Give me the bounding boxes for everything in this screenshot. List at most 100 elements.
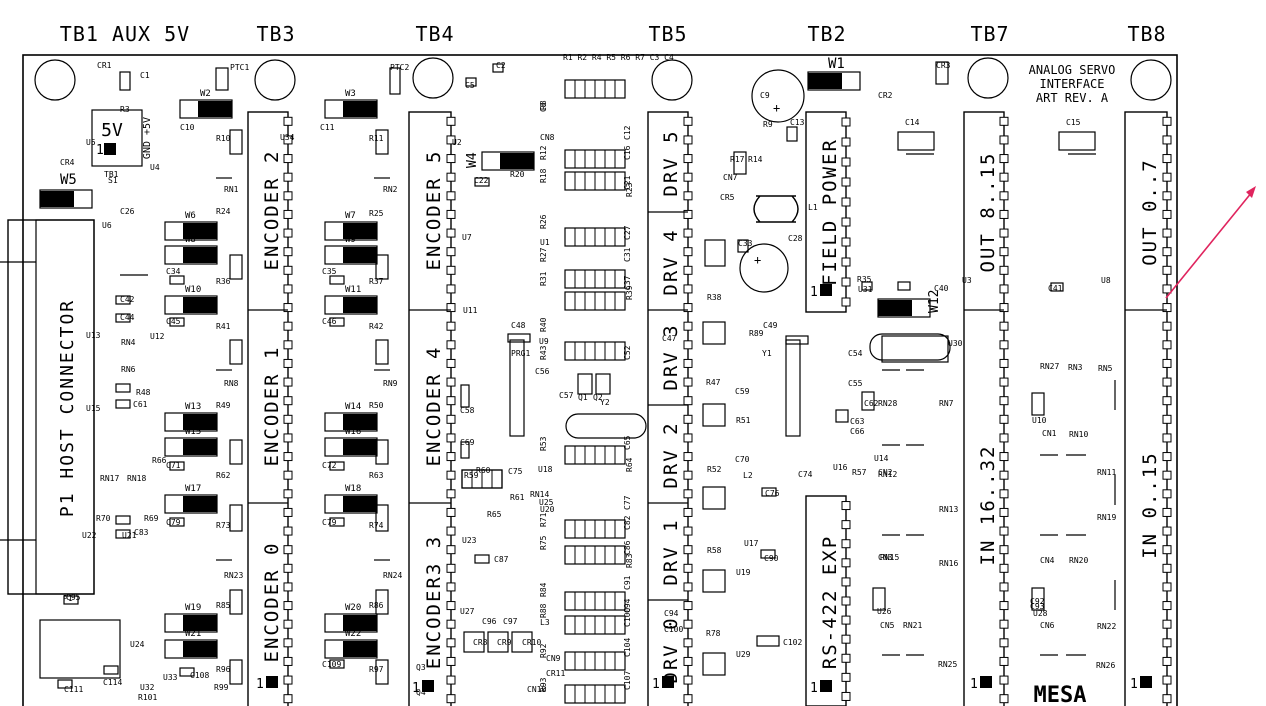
- part-label: RN5: [1098, 364, 1113, 373]
- terminal-pin: [1162, 358, 1172, 368]
- part-label: RN6: [121, 365, 136, 374]
- part-label: U19: [736, 568, 751, 577]
- part-label: R27: [539, 247, 548, 262]
- terminal-pin: [1162, 228, 1172, 238]
- part-label: RN7: [939, 399, 954, 408]
- part-label: C47: [662, 334, 677, 343]
- component-outline: [375, 254, 389, 280]
- terminal-pin: [283, 470, 293, 480]
- part-label: C66: [850, 427, 865, 436]
- pin1-mark: 1: [256, 677, 264, 692]
- part-label: RN26: [1096, 661, 1115, 670]
- part-label: C34: [166, 267, 181, 276]
- mounting-hole: [34, 59, 76, 101]
- terminal-pin: [999, 358, 1009, 368]
- component-outline: [115, 399, 131, 409]
- inductor-l1: [753, 195, 799, 223]
- component-outline: [756, 635, 780, 647]
- jumper-w6-shunt: [183, 223, 217, 239]
- part-label: U12: [150, 332, 165, 341]
- part-label: RN20: [1069, 556, 1088, 565]
- terminal-pin: [841, 672, 851, 682]
- label-drv-4: DRV 4: [660, 228, 682, 295]
- part-label: R17: [730, 155, 745, 164]
- part-label: C61: [133, 400, 148, 409]
- part-label: C100: [623, 608, 632, 627]
- terminal-pin: [446, 340, 456, 350]
- terminal-pin: [999, 638, 1009, 648]
- part-label: C27: [623, 225, 632, 240]
- terminal-pin: [999, 396, 1009, 406]
- part-label: R49: [216, 401, 231, 410]
- terminal-pin: [683, 582, 693, 592]
- jumper-label: W7: [345, 211, 356, 221]
- jumper-w19-shunt: [183, 615, 217, 631]
- part-label: R31: [539, 271, 548, 286]
- polarity-mark: +: [773, 101, 780, 115]
- crystal: [565, 413, 647, 439]
- part-label: R71: [539, 512, 548, 527]
- capacitor-c9: [751, 69, 805, 123]
- terminal-pin: [999, 172, 1009, 182]
- jumper-w18-shunt: [343, 496, 377, 512]
- part-label: CR1: [97, 61, 112, 70]
- part-label: RN17: [100, 474, 119, 483]
- jumper-label: W12: [927, 290, 942, 313]
- part-label: RN24: [383, 571, 402, 580]
- jumper-label: W22: [345, 629, 361, 639]
- terminal-pin: [683, 675, 693, 685]
- part-label: C48: [511, 321, 526, 330]
- part-label: PRG1: [511, 349, 530, 358]
- part-label: L3: [540, 618, 550, 627]
- terminal-pin: [446, 675, 456, 685]
- part-label: C92: [1030, 597, 1045, 606]
- component-outline: [761, 487, 777, 497]
- label-gnd-5v: GND +5V: [142, 117, 153, 159]
- part-label: C22: [474, 176, 489, 185]
- component-outline: [115, 383, 131, 393]
- part-label: C49: [763, 321, 778, 330]
- terminal-pin: [283, 601, 293, 611]
- part-label: C65: [623, 435, 632, 450]
- terminal-pin: [841, 577, 851, 587]
- part-label: R25: [369, 209, 384, 218]
- part-label: Q4: [416, 688, 426, 697]
- part-label: C37: [623, 275, 632, 290]
- part-label: C107: [623, 671, 632, 690]
- terminal-pin: [683, 247, 693, 257]
- terminal-pin: [999, 265, 1009, 275]
- terminal-pin: [1162, 452, 1172, 462]
- connector-label-tb5: TB5: [648, 22, 687, 46]
- jumper-label: W14: [345, 402, 361, 412]
- part-label: Q1: [578, 393, 588, 402]
- part-label: RN19: [1097, 513, 1116, 522]
- terminal-pin: [999, 675, 1009, 685]
- part-label: R78: [706, 629, 721, 638]
- part-label: CN1: [1042, 429, 1057, 438]
- terminal-pin: [999, 321, 1009, 331]
- part-label: RN25: [938, 660, 957, 669]
- component-outline: [897, 131, 935, 151]
- label-drv-1: DRV 1: [660, 518, 682, 585]
- component-outline: [375, 659, 389, 685]
- part-label: C93: [1030, 602, 1045, 611]
- terminal-pin: [1162, 489, 1172, 499]
- part-label: RN23: [224, 571, 243, 580]
- label-encoder-5: ENCODER 5: [423, 150, 445, 271]
- part-label: U10: [1032, 416, 1047, 425]
- part-label: RN3: [1068, 363, 1083, 372]
- terminal-pin: [1162, 638, 1172, 648]
- jumper-w13-shunt: [183, 414, 217, 430]
- terminal-pin: [1162, 303, 1172, 313]
- pin1-square: [980, 676, 992, 688]
- part-label: R70: [96, 514, 111, 523]
- part-label: C31: [623, 247, 632, 262]
- part-label: C11: [320, 123, 335, 132]
- part-label: C12: [623, 125, 632, 140]
- terminal-pin: [1162, 321, 1172, 331]
- terminal-pin: [446, 489, 456, 499]
- part-label: RN11: [1097, 468, 1116, 477]
- diode-package: [487, 631, 509, 653]
- part-label: C33: [738, 239, 753, 248]
- terminal-pin: [283, 358, 293, 368]
